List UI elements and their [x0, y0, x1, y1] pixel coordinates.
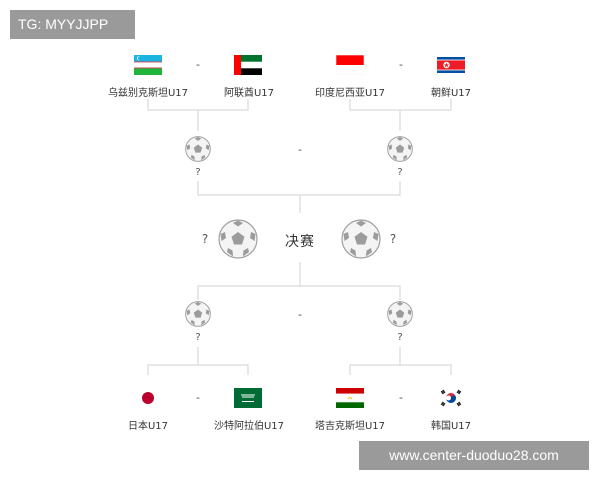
unknown-team: ?	[195, 167, 201, 178]
unknown-team: ?	[397, 167, 403, 178]
team-name: 沙特阿拉伯U17	[213, 421, 285, 432]
final-label: 决赛	[285, 234, 315, 250]
team-name: 日本U17	[127, 421, 169, 432]
unknown-team: ?	[201, 232, 209, 246]
team-name: 塔吉克斯坦U17	[314, 421, 386, 432]
soccer-ball-icon	[387, 136, 413, 162]
japan-flag	[134, 388, 162, 408]
match-separator: -	[399, 58, 403, 71]
soccer-ball-icon	[185, 301, 211, 327]
south-korea-flag	[437, 388, 465, 408]
team-name: 阿联酋U17	[223, 88, 275, 99]
unknown-team: ?	[389, 232, 397, 246]
saudi-arabia-flag	[234, 388, 262, 408]
uzbekistan-flag	[134, 55, 162, 75]
team-name: 乌兹别克斯坦U17	[107, 88, 189, 99]
team-name: 韩国U17	[430, 421, 472, 432]
soccer-ball-icon	[387, 301, 413, 327]
north-korea-flag	[437, 57, 465, 73]
match-separator: -	[298, 308, 302, 321]
soccer-ball-icon	[218, 219, 258, 259]
indonesia-flag	[336, 55, 364, 75]
team-name: 朝鲜U17	[430, 88, 472, 99]
watermark-url: www.center-duoduo28.com	[359, 441, 589, 470]
match-separator: -	[298, 143, 302, 156]
match-separator: -	[399, 391, 403, 404]
soccer-ball-icon	[341, 219, 381, 259]
unknown-team: ?	[195, 332, 201, 343]
soccer-ball-icon	[185, 136, 211, 162]
tajikistan-flag	[336, 388, 364, 408]
uae-flag	[234, 55, 262, 75]
team-name: 印度尼西亚U17	[314, 88, 386, 99]
match-separator: -	[196, 58, 200, 71]
watermark-tg: TG: MYYJJPP	[10, 10, 135, 39]
unknown-team: ?	[397, 332, 403, 343]
match-separator: -	[196, 391, 200, 404]
